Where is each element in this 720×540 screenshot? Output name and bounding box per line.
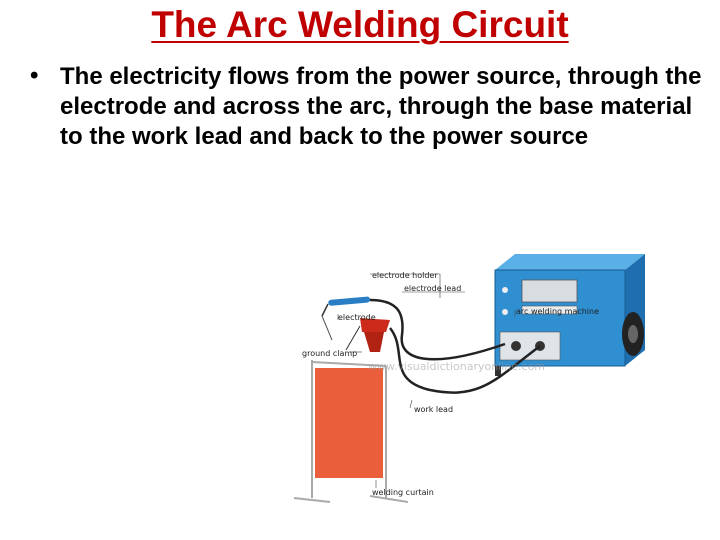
label-electrode-holder: electrode holder [372, 271, 438, 280]
ground-clamp [345, 318, 390, 352]
bullet-item: • The electricity flows from the power s… [28, 62, 708, 152]
work-lead-cable [389, 327, 541, 394]
label-welding-machine: arc welding machine [516, 307, 599, 316]
welding-circuit-illustration: electrode holder electrode lead electrod… [293, 254, 645, 503]
arc-welding-circuit-figure: electrode holder electrode lead electrod… [290, 240, 680, 510]
label-ground-clamp: ground clamp [302, 349, 357, 358]
bullet-dot: • [30, 62, 39, 89]
watermark: www.visualdictionaryonline.com [368, 360, 545, 373]
electrode-holder [321, 296, 371, 341]
slide-title: The Arc Welding Circuit [151, 4, 569, 45]
label-electrode-lead: electrode lead [404, 284, 461, 293]
electrode-lead-cable [369, 298, 506, 361]
label-work-lead: work lead [414, 405, 453, 414]
bullet-text: The electricity flows from the power sou… [60, 63, 702, 150]
welding-curtain [293, 360, 409, 503]
label-welding-curtain: welding curtain [372, 488, 434, 497]
label-electrode: electrode [338, 313, 376, 322]
